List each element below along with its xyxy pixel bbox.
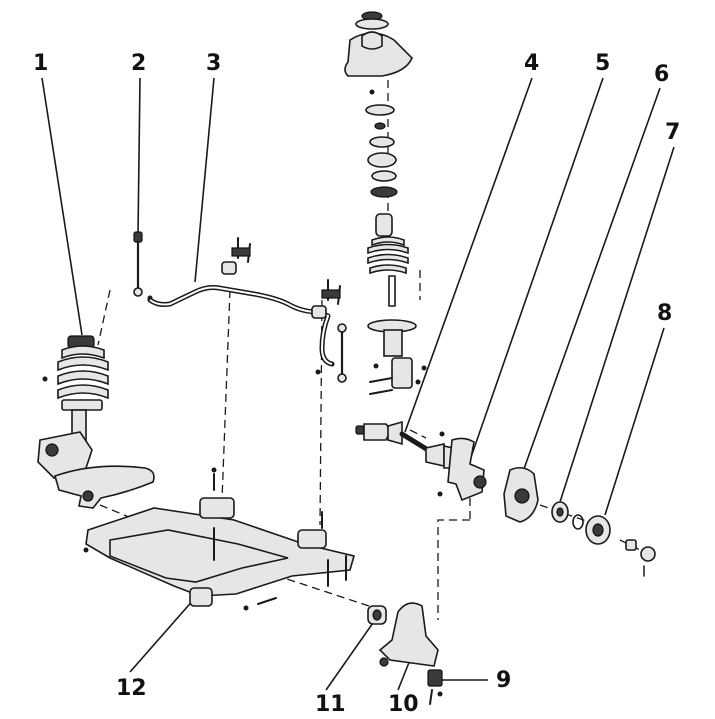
leader-12 [129,597,196,673]
callout-6: 6 [654,62,669,87]
leader-11 [325,619,376,691]
leader-lines [41,77,675,691]
stabilizer-link [133,231,153,301]
leader-8 [604,327,665,516]
leader-3 [194,77,215,283]
leader-4 [404,77,533,433]
stabilizer-bar [147,237,347,383]
steering-knuckle [437,431,487,502]
exploded-strut-column [344,11,427,395]
hub-flange [585,515,656,577]
hub-carrier [503,466,539,523]
control-arm-bushing [367,605,387,625]
leader-7 [559,146,675,503]
callout-3: 3 [206,51,221,76]
callout-4: 4 [524,51,539,76]
leader-2 [137,77,141,236]
leader-6 [519,87,661,481]
ball-joint-bracket [378,602,439,667]
leader-5 [469,77,604,461]
subframe-crossmember [83,467,355,611]
callout-12: 12 [116,676,147,701]
left-lower-control-arm [54,465,155,509]
leader-1 [41,77,83,336]
fasteners [427,669,443,705]
callout-11: 11 [315,692,346,717]
callout-9: 9 [496,668,511,693]
callout-7: 7 [665,120,680,145]
wheel-bearing [551,501,584,530]
callout-10: 10 [388,692,419,717]
callout-1: 1 [33,51,48,76]
strut-assembly [37,335,109,479]
callout-8: 8 [657,301,672,326]
drive-shaft [355,420,465,469]
callout-5: 5 [595,51,610,76]
callout-2: 2 [131,51,146,76]
